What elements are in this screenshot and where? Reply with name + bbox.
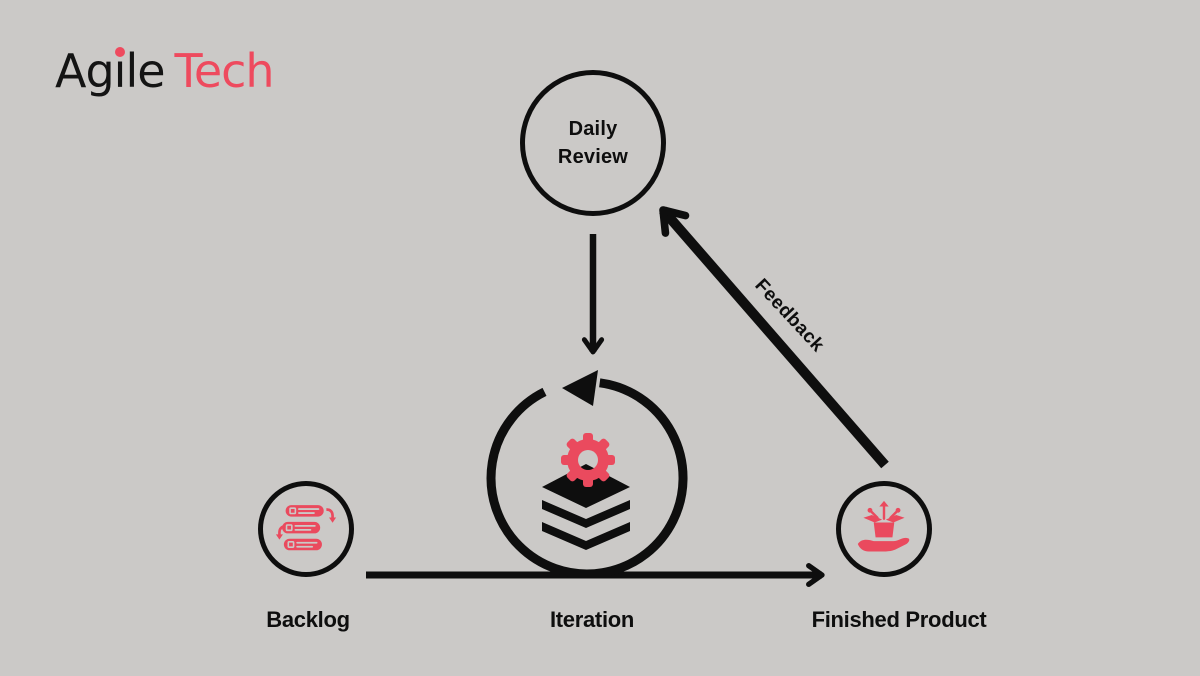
finished-product-label: Finished Product bbox=[811, 607, 987, 632]
iteration-label: Iteration bbox=[549, 607, 635, 632]
brand-text-accent: Tech bbox=[174, 44, 275, 98]
gear-layers-stack-icon bbox=[542, 433, 630, 550]
brand-text-suffix: le bbox=[125, 44, 165, 98]
finished-product-node bbox=[836, 481, 932, 577]
feedback-arrow bbox=[659, 206, 889, 469]
circular-arrow-loop-icon bbox=[486, 378, 688, 579]
brand-i-dot-icon bbox=[114, 47, 125, 57]
task-list-arrows-icon bbox=[275, 505, 337, 551]
loop-arrowhead-icon bbox=[562, 370, 598, 406]
daily-review-node: Daily Review bbox=[520, 70, 666, 216]
brand-letter-i: i bbox=[113, 44, 127, 98]
brand-text-prefix: Ag bbox=[55, 44, 115, 98]
hand-holding-open-box-icon bbox=[857, 500, 910, 552]
backlog-node bbox=[258, 481, 354, 577]
backlog-label: Backlog bbox=[266, 607, 350, 632]
daily-review-label: Daily Review bbox=[557, 118, 629, 168]
